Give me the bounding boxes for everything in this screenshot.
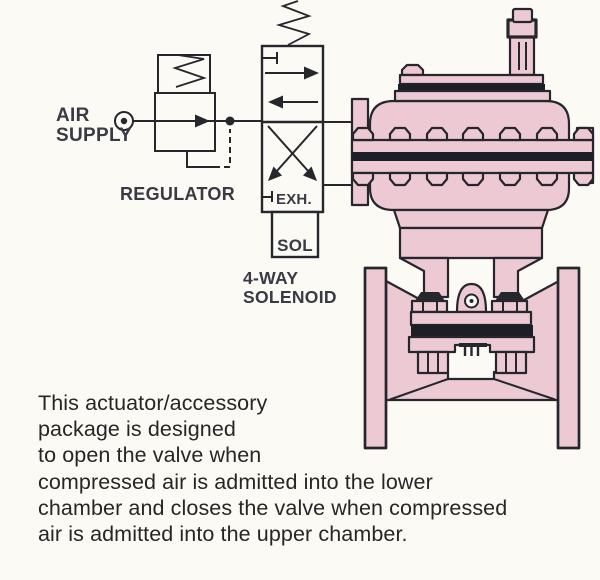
actuator-base-taper bbox=[392, 208, 550, 230]
caption-line: chamber and closes the valve when compre… bbox=[38, 495, 508, 520]
air-supply-label-line1: AIR bbox=[56, 105, 90, 126]
caption-line: air is admitted into the upper chamber. bbox=[38, 522, 408, 547]
bypass-line bbox=[186, 129, 231, 168]
blocked-port-tick-top bbox=[262, 52, 278, 64]
flow-arrow-left-icon bbox=[268, 95, 283, 109]
solenoid-type-label: 4-WAY SOLENOID bbox=[243, 269, 337, 306]
plug-stem-bar bbox=[459, 343, 487, 347]
actuator-illustration bbox=[350, 7, 595, 450]
caption-line: This actuator/accessory bbox=[38, 391, 268, 415]
flange-bolts-top bbox=[351, 126, 595, 142]
solenoid-type-label-line1: 4-WAY bbox=[243, 268, 299, 288]
diaphragm-gasket-band bbox=[352, 152, 593, 161]
air-supply-label: AIR SUPPLY bbox=[56, 106, 132, 146]
bonnet-gasket-band bbox=[411, 325, 533, 337]
pipe-flange-left bbox=[363, 266, 388, 450]
caption-line: compressed air is admitted into the lowe… bbox=[38, 469, 433, 494]
bonnet-flange-plate bbox=[409, 310, 533, 327]
caption-line: package is designed bbox=[38, 417, 236, 442]
actuator-top-cap bbox=[393, 63, 552, 103]
caption-line: to open the valve when bbox=[38, 443, 262, 468]
solenoid-spring-icon bbox=[275, 0, 312, 46]
bonnet-foot-right bbox=[494, 350, 528, 375]
yoke-leg-left bbox=[398, 256, 450, 299]
solenoid-type-label-line2: SOLENOID bbox=[243, 286, 337, 307]
bonnet-nut-right-cap bbox=[495, 292, 525, 301]
flow-arrow-right-icon bbox=[195, 114, 210, 128]
air-supply-label-line2: SUPPLY bbox=[56, 125, 133, 146]
flange-bolts-bottom bbox=[351, 171, 595, 187]
regulator-label: REGULATOR bbox=[120, 184, 236, 204]
solenoid-coil-box bbox=[270, 210, 320, 259]
sol-label: SOL bbox=[277, 236, 313, 255]
supply-line bbox=[114, 111, 262, 131]
bonnet-nut-right bbox=[490, 299, 529, 314]
bonnet-nut-left-cap bbox=[415, 292, 445, 301]
valve-bonnet bbox=[407, 282, 536, 375]
pipe-flange-right bbox=[556, 266, 581, 450]
regulator-spring-icon bbox=[172, 54, 207, 88]
actuator-base-block bbox=[398, 226, 544, 260]
yoke-leg-right bbox=[492, 256, 544, 299]
regulator-symbol bbox=[154, 54, 216, 152]
pneumatic-schematic bbox=[114, 0, 352, 259]
actuator-connection-lines bbox=[323, 121, 352, 186]
line-junction-dot bbox=[225, 116, 235, 126]
bonnet-nut-left bbox=[410, 299, 449, 314]
bonnet-foot-left bbox=[416, 350, 450, 375]
flow-arrow-right-icon bbox=[304, 66, 319, 80]
exhaust-label: EXH. bbox=[276, 191, 312, 208]
exhaust-arrow-icon bbox=[268, 166, 282, 181]
blocked-port-tick-bottom bbox=[262, 191, 273, 202]
exhaust-arrow-icon bbox=[303, 166, 317, 181]
position-indicator-stem bbox=[506, 7, 538, 77]
regulator-spring-box bbox=[157, 54, 211, 94]
plug-stem-ribs bbox=[463, 347, 480, 356]
valve-body-facet-lines bbox=[389, 378, 556, 401]
top-cap-bolt bbox=[400, 63, 425, 77]
caption-text: This actuator/accessory package is desig… bbox=[38, 390, 507, 547]
solenoid-valve-symbol bbox=[260, 0, 325, 259]
